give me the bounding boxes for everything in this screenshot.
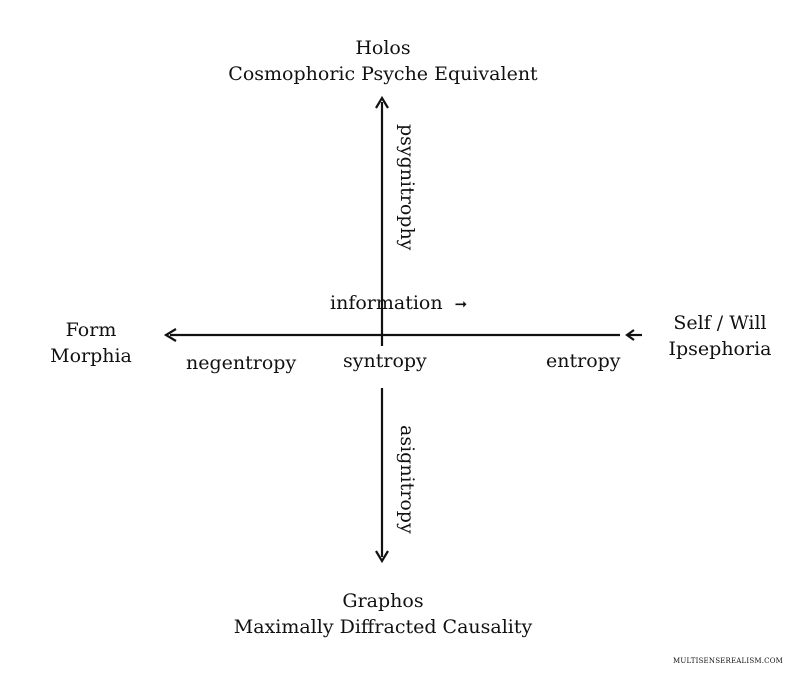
left-arrowhead (163, 328, 177, 342)
entropy-label: entropy (546, 350, 621, 372)
right-pole-title: Self / Will (673, 312, 767, 334)
syntropy-label: syntropy (343, 350, 427, 372)
right-short-arrowhead (625, 329, 635, 341)
bottom-pole-subtitle: Maximally Diffracted Causality (233, 616, 533, 638)
left-pole-label: Form Morphia (50, 317, 132, 369)
up-arrowhead (375, 95, 389, 109)
watermark: MULTISENSEREALISM.COM (672, 657, 783, 665)
down-arrowhead (375, 550, 389, 564)
right-pole-subtitle: Ipsephoria (668, 338, 772, 360)
asignitropy-label: asignitropy (396, 425, 418, 534)
bottom-pole-label: Graphos Maximally Diffracted Causality (234, 588, 533, 640)
top-pole-subtitle: Cosmophoric Psyche Equivalent (228, 63, 538, 85)
top-pole-label: Holos Cosmophoric Psyche Equivalent (228, 35, 537, 87)
right-pole-label: Self / Will Ipsephoria (669, 310, 772, 362)
negentropy-label: negentropy (186, 352, 297, 374)
information-arrow-icon: ➞ (454, 295, 468, 313)
psygnitrophy-label: psygnitrophy (396, 124, 418, 251)
left-pole-subtitle: Morphia (50, 345, 132, 367)
information-label: information ➞ (330, 290, 467, 317)
bottom-pole-title: Graphos (342, 590, 424, 612)
information-text: information (330, 292, 443, 314)
left-pole-title: Form (65, 319, 117, 341)
top-pole-title: Holos (355, 37, 411, 59)
